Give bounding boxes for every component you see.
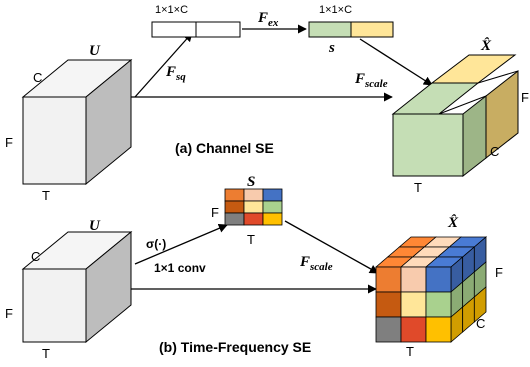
caption-channel-se: (a) Channel SE (175, 140, 274, 156)
scale-op-a: Fscale (354, 71, 388, 90)
weight-axis-f: F (211, 205, 219, 220)
conv-label: 1×1 conv (154, 261, 206, 275)
weight-symbol-S: S (247, 174, 255, 190)
input-cube-b (21, 230, 133, 344)
cube-front-cell (425, 291, 452, 318)
axis-label-f: F (5, 135, 13, 150)
output-symbol-b: X̂ (447, 213, 459, 231)
vector-label-left: 1×1×C (155, 4, 188, 16)
input-symbol-u-b: U (89, 218, 101, 234)
excitation-op: Fex (257, 10, 279, 29)
weight-vector-s (308, 21, 394, 38)
cube-front-cell (400, 291, 427, 318)
axis-label-f-b: F (5, 306, 13, 321)
cube-front-cell (375, 266, 402, 293)
weight-cell (243, 212, 264, 226)
axis-label-t: T (42, 188, 50, 203)
output-cube-b (374, 236, 488, 343)
weight-map-s (224, 188, 283, 226)
cube-front-cell (375, 291, 402, 318)
squeeze-vector (151, 21, 241, 38)
weight-cell (224, 212, 245, 226)
output-symbol-a: X̂ (480, 36, 492, 54)
cube-side-cell (473, 286, 487, 323)
output-axis-t-a: T (414, 180, 422, 195)
output-cube-a (391, 54, 519, 178)
axis-label-c-b: C (31, 249, 40, 264)
weight-cell (243, 188, 264, 202)
cube-front-cell (400, 266, 427, 293)
output-axis-c-a: C (490, 144, 499, 159)
scale-op-b: Fscale (299, 254, 333, 273)
weight-axis-t: T (247, 232, 255, 247)
input-symbol-u: U (89, 43, 101, 59)
conv-arrow (134, 224, 228, 265)
input-cube-a (21, 58, 133, 186)
weight-cell (262, 212, 283, 226)
output-axis-t-b: T (406, 344, 414, 359)
output-axis-f-b: F (495, 265, 503, 280)
squeeze-arrow (134, 32, 193, 98)
weight-cell (262, 188, 283, 202)
weight-cell (224, 200, 245, 214)
vector-label-right: 1×1×C (319, 4, 352, 16)
scale-arrow-a (359, 38, 433, 86)
axis-label-c: C (33, 70, 42, 85)
caption-tf-se: (b) Time-Frequency SE (159, 339, 311, 355)
output-axis-f-a: F (521, 90, 529, 105)
weight-symbol-s: s (328, 40, 335, 56)
cube-front-cell (425, 316, 452, 343)
sigma-label: σ(·) (146, 237, 166, 251)
scale-arrow-b (284, 220, 379, 274)
squeeze-op: Fsq (165, 64, 186, 83)
output-axis-c-b: C (476, 316, 485, 331)
cube-front-cell (375, 316, 402, 343)
weight-cell (224, 188, 245, 202)
weight-cell (243, 200, 264, 214)
cube-front-cell (425, 266, 452, 293)
cube-front-cell (400, 316, 427, 343)
axis-label-t-b: T (42, 346, 50, 361)
weight-cell (262, 200, 283, 214)
